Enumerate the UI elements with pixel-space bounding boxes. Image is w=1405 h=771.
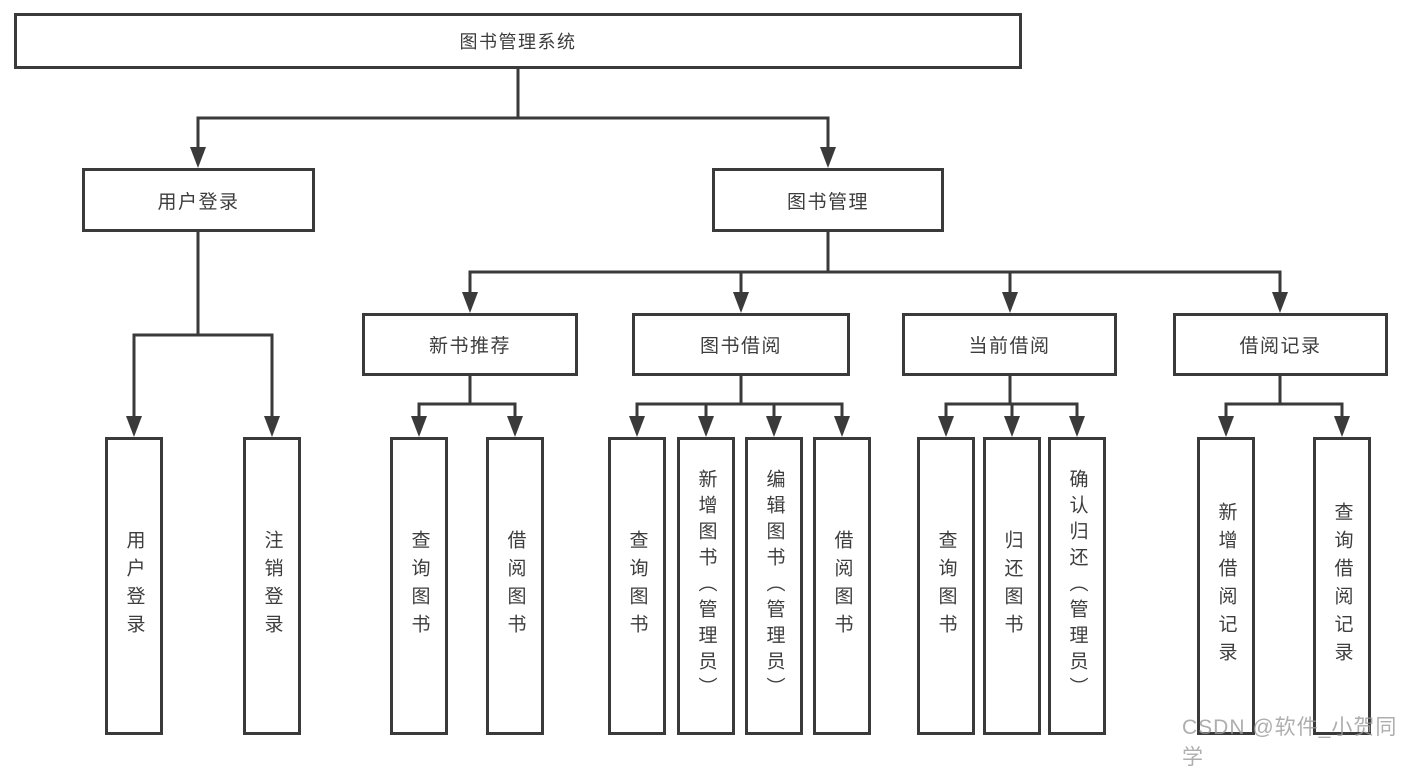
- connector-book-management: [468, 230, 1282, 296]
- leaf-logout: 注销登录: [243, 437, 301, 735]
- leaf-borrow-books-2: 借阅图书: [813, 437, 871, 735]
- node-book-borrow: 图书借阅: [632, 313, 850, 376]
- leaf-confirm-return-admin: 确认归还（管理员）: [1048, 437, 1106, 735]
- leaf-query-borrow-record-label: 查询借阅记录: [1331, 502, 1353, 670]
- arrow-down-icon: [733, 292, 749, 313]
- arrow-down-icon: [1002, 292, 1018, 313]
- arrow-down-icon: [1272, 292, 1288, 313]
- connector-lines: [126, 67, 1350, 437]
- leaf-return-books-label: 归还图书: [1001, 530, 1023, 642]
- leaf-add-borrow-record-label: 新增借阅记录: [1215, 502, 1237, 670]
- node-user-login: 用户登录: [82, 168, 315, 232]
- leaf-add-books-admin: 新增图书（管理员）: [677, 437, 735, 735]
- leaf-borrow-books-2-label: 借阅图书: [831, 530, 853, 642]
- arrow-down-icon: [190, 147, 206, 168]
- arrow-down-icon: [834, 416, 850, 437]
- arrow-down-icon: [938, 416, 954, 437]
- arrow-down-icon: [698, 416, 714, 437]
- connector-root: [196, 67, 830, 151]
- connector-borrow-records: [1224, 374, 1344, 420]
- arrow-down-icon: [462, 292, 478, 313]
- leaf-logout-label: 注销登录: [261, 530, 283, 642]
- connector-book-borrow: [635, 374, 844, 420]
- node-book-management: 图书管理: [712, 168, 944, 232]
- connector-current-borrow: [944, 374, 1079, 420]
- arrow-down-icon: [1334, 416, 1350, 437]
- leaf-return-books: 归还图书: [983, 437, 1041, 735]
- leaf-add-books-admin-label: 新增图书（管理员）: [695, 469, 717, 703]
- leaf-borrow-books-1: 借阅图书: [486, 437, 544, 735]
- leaf-query-books-2-label: 查询图书: [626, 530, 648, 642]
- leaf-add-borrow-record: 新增借阅记录: [1197, 437, 1255, 735]
- node-current-borrow: 当前借阅: [902, 313, 1117, 376]
- arrow-down-icon: [766, 416, 782, 437]
- arrow-down-icon: [1069, 416, 1085, 437]
- node-new-book-recommend: 新书推荐: [362, 313, 578, 376]
- leaf-query-books-3: 查询图书: [917, 437, 975, 735]
- leaf-query-books-1-label: 查询图书: [408, 530, 430, 642]
- leaf-confirm-return-admin-label: 确认归还（管理员）: [1066, 469, 1088, 703]
- leaf-query-books-3-label: 查询图书: [935, 530, 957, 642]
- arrow-down-icon: [126, 416, 142, 437]
- leaf-edit-books-admin-label: 编辑图书（管理员）: [763, 469, 785, 703]
- leaf-user-login-label: 用户登录: [123, 530, 145, 642]
- leaf-borrow-books-1-label: 借阅图书: [504, 530, 526, 642]
- arrow-down-icon: [411, 416, 427, 437]
- node-borrow-records: 借阅记录: [1173, 313, 1388, 376]
- arrow-down-icon: [1004, 416, 1020, 437]
- leaf-query-borrow-record: 查询借阅记录: [1313, 437, 1371, 735]
- connector-new-book-recommend: [417, 374, 517, 420]
- connector-user-login: [132, 230, 274, 420]
- node-root-system: 图书管理系统: [14, 13, 1022, 69]
- leaf-query-books-2: 查询图书: [608, 437, 666, 735]
- leaf-user-login: 用户登录: [105, 437, 163, 735]
- leaf-edit-books-admin: 编辑图书（管理员）: [745, 437, 803, 735]
- arrow-down-icon: [820, 147, 836, 168]
- arrow-down-icon: [1218, 416, 1234, 437]
- arrow-down-icon: [507, 416, 523, 437]
- csdn-watermark: CSDN @软件_小贺同学: [1182, 716, 1398, 769]
- arrow-down-icon: [629, 416, 645, 437]
- leaf-query-books-1: 查询图书: [390, 437, 448, 735]
- arrow-down-icon: [264, 416, 280, 437]
